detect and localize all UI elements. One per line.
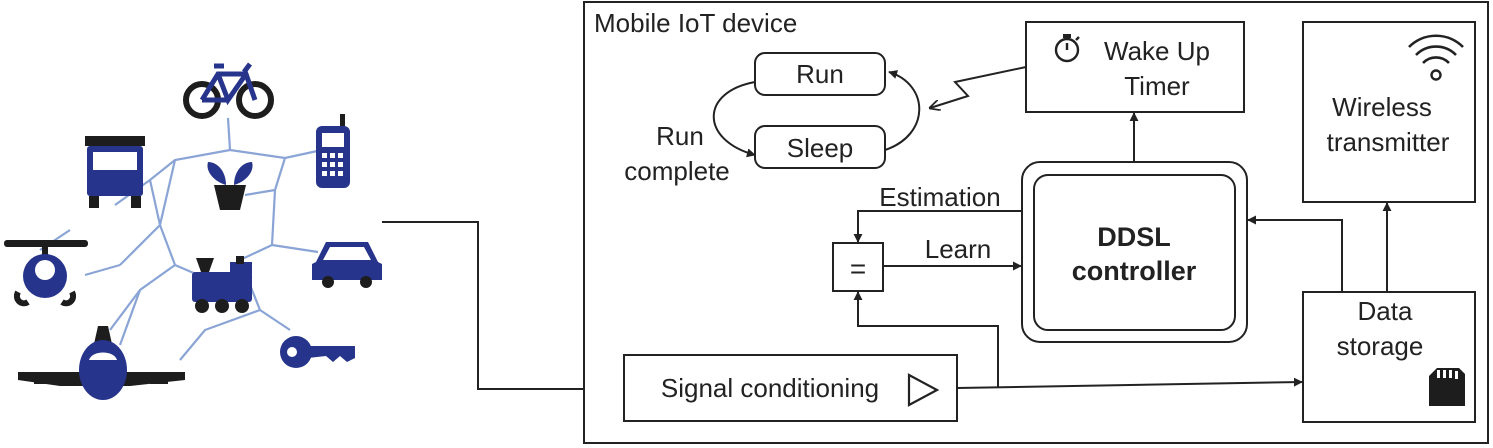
key-icon bbox=[280, 336, 355, 368]
learn-label: Learn bbox=[925, 234, 992, 264]
truck-icon bbox=[85, 136, 145, 208]
bicycle-icon bbox=[183, 62, 274, 119]
wake-up-timer-line-1: Wake Up bbox=[1104, 36, 1210, 66]
run-to-sleep-arrow bbox=[712, 81, 756, 158]
comparator-symbol: = bbox=[850, 253, 866, 284]
device-title: Mobile IoT device bbox=[594, 8, 797, 38]
comparator-box bbox=[832, 242, 884, 292]
phone-icon bbox=[316, 114, 350, 188]
wake-up-timer-line-2: Timer bbox=[1124, 71, 1190, 101]
sleep-to-run-arrow bbox=[884, 70, 921, 151]
timer-lightning-arrow bbox=[930, 66, 1027, 108]
plant-icon bbox=[207, 162, 253, 210]
airplane-icon bbox=[18, 326, 185, 400]
wifi-icon bbox=[1408, 34, 1464, 81]
wireless-transmitter-box bbox=[1302, 21, 1476, 203]
wireless-transmitter-line-1: Wireless bbox=[1332, 92, 1432, 122]
signal-conditioning-label: Signal conditioning bbox=[661, 373, 879, 403]
state-run bbox=[754, 52, 886, 96]
wireless-transmitter-line-2: transmitter bbox=[1327, 127, 1450, 157]
conditioning-to-comparator-arrow bbox=[853, 291, 999, 387]
estimation-arrow bbox=[853, 210, 1022, 243]
transition-label-line-1: Run bbox=[656, 121, 704, 151]
ddsl-controller-inner bbox=[1033, 174, 1236, 331]
transition-label-line-2: complete bbox=[624, 156, 730, 186]
sensor-input-line bbox=[382, 221, 623, 394]
signal-conditioning-box bbox=[623, 354, 958, 422]
state-sleep-label: Sleep bbox=[787, 133, 854, 163]
sd-card-icon bbox=[1429, 368, 1465, 406]
conditioning-to-storage-arrow bbox=[956, 377, 1303, 389]
wake-up-timer-box bbox=[1025, 21, 1245, 113]
ddsl-controller-line-1: DDSL bbox=[1097, 222, 1171, 252]
train-icon bbox=[192, 256, 252, 313]
ddsl-controller-line-2: controller bbox=[1072, 256, 1197, 286]
amplifier-icon bbox=[907, 373, 940, 407]
things-network bbox=[39, 117, 323, 361]
storage-to-controller-arrow bbox=[1247, 215, 1343, 292]
estimation-label: Estimation bbox=[879, 182, 1000, 212]
helicopter-icon bbox=[4, 240, 88, 307]
data-storage-line-1: Data bbox=[1358, 296, 1413, 326]
state-sleep bbox=[754, 125, 886, 169]
state-run-label: Run bbox=[796, 59, 844, 89]
data-storage-line-2: storage bbox=[1337, 331, 1424, 361]
stopwatch-icon bbox=[1054, 34, 1080, 63]
car-icon bbox=[312, 242, 382, 288]
